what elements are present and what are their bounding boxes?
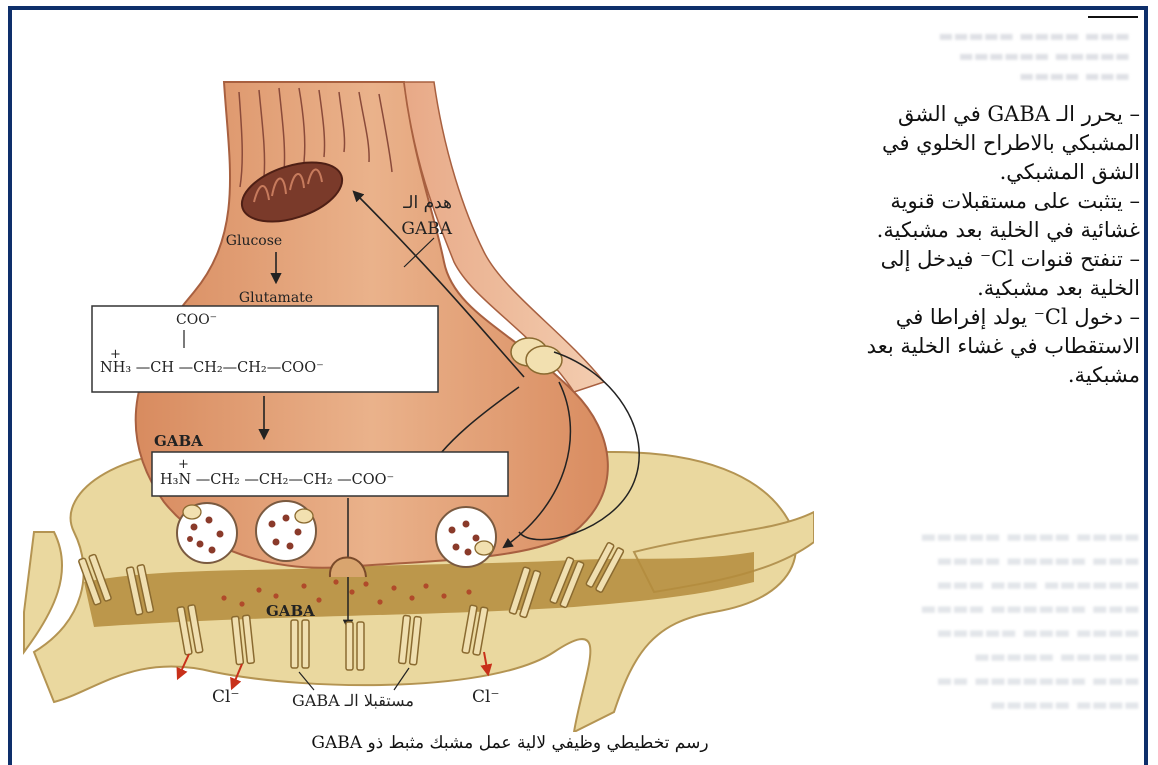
explanation-notes: – يحرر الـ GABA في الشق المشبكي بالاطراح…: [828, 100, 1140, 390]
degradation-label-gaba: GABA: [401, 219, 452, 239]
gaba-synapse-diagram: هدم الـ GABA Glucose Glutamate COO⁻ + NH…: [14, 12, 814, 732]
glucose-label: Glucose: [226, 233, 282, 249]
gaba-heading: GABA: [154, 432, 203, 450]
glutamate-formula-box: COO⁻ + NH₃ —CH —CH₂—CH₂—COO⁻: [92, 306, 438, 392]
note-2: – يتثبت على مستقبلات قنوية غشائية في الخ…: [828, 187, 1140, 245]
receptor-label: مستقبلا الـ GABA: [292, 691, 414, 710]
gaba-h3n-plus: +: [178, 457, 189, 472]
vesicle-1: [177, 503, 237, 563]
cleft-gaba-label: GABA: [266, 602, 315, 620]
chloride-label-right: Cl⁻: [472, 687, 499, 707]
glutamate-coo-top: COO⁻: [176, 312, 217, 328]
figure-caption: رسم تخطيطي وظيفي لالية عمل مشبك مثبط ذو …: [250, 733, 770, 753]
faded-background-text-top: ▬▬▬ ▬▬▬▬ ▬▬▬▬▬▬▬▬▬▬ ▬▬▬▬▬▬▬▬▬ ▬▬▬▬: [830, 26, 1130, 88]
vesicle-3: [436, 507, 496, 567]
glutamate-label: Glutamate: [239, 290, 313, 306]
note-3: – تنفتح قنوات Cl⁻ فيدخل إلى الخلية بعد م…: [828, 245, 1140, 303]
gaba-formula-box: + H₃N —CH₂ —CH₂—CH₂ —COO⁻: [152, 452, 508, 496]
gaba-chain: H₃N —CH₂ —CH₂—CH₂ —COO⁻: [160, 472, 394, 488]
note-1: – يحرر الـ GABA في الشق المشبكي بالاطراح…: [828, 100, 1140, 187]
note-4: – دخول Cl⁻ يولد إفراطا في الاستقطاب في غ…: [828, 303, 1140, 390]
faded-background-text-bottom: ▬▬▬▬ ▬▬▬▬ ▬▬▬▬▬▬▬▬ ▬▬▬▬▬ ▬▬▬▬▬▬▬▬▬▬ ▬▬▬ …: [830, 525, 1140, 740]
vesicle-2: [256, 501, 316, 561]
corner-underline: [1088, 6, 1138, 18]
glutamate-chain: NH₃ —CH —CH₂—CH₂—COO⁻: [100, 360, 324, 376]
chloride-label-left: Cl⁻: [212, 687, 239, 707]
degradation-label-arabic: هدم الـ: [402, 193, 452, 213]
